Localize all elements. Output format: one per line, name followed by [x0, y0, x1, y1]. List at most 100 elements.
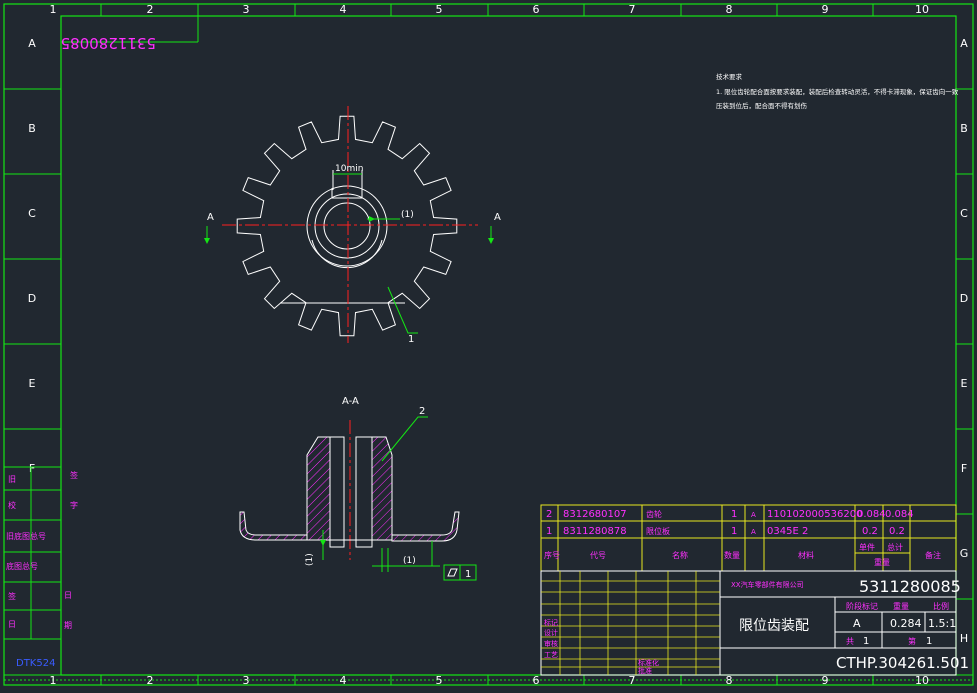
plate-right: [391, 511, 460, 542]
strip-side-mark: 期: [64, 621, 72, 630]
col-label: 5: [436, 674, 443, 687]
drawing-title: 限位齿装配: [739, 618, 809, 634]
part-material: 0345E 2: [767, 526, 808, 537]
col-label: 1: [50, 3, 57, 16]
outer-border: [3, 3, 974, 686]
tech-notes-line: 压装到位后，配合面不得有划伤: [716, 101, 808, 110]
title-block-values: A 0.284 1.5:1 1 1: [853, 617, 956, 647]
side-surface-mark: (1): [305, 553, 315, 566]
header-name: 名称: [672, 550, 688, 560]
column-labels-bottom: 1 2 3 4 5 6 7 8 9 10: [50, 674, 930, 687]
balloon-number: 2: [419, 406, 425, 417]
sheets-label: 共: [846, 637, 854, 646]
hub-lower-arc: [311, 239, 383, 269]
dimension-text: 10min: [335, 164, 363, 174]
header-qty: 数量: [724, 550, 740, 560]
strip-side-mark: 签: [70, 470, 78, 480]
col-label: 3: [243, 3, 250, 16]
part-name: 齿轮: [646, 509, 662, 519]
header-total: 总计: [887, 542, 903, 552]
sheets-value: 1: [863, 636, 869, 647]
header-seq: 序号: [544, 550, 560, 560]
header-weight: 重量: [874, 557, 890, 567]
part-total-weight: 0.084: [885, 509, 914, 520]
part-qty: 1: [731, 509, 737, 520]
stage-value: A: [853, 617, 861, 630]
tech-notes-title: 技术要求: [716, 72, 743, 81]
strip-label: 旧底图总号: [6, 531, 46, 541]
company-name: XX汽车零部件有限公司: [731, 580, 804, 589]
row-label: G: [960, 547, 969, 560]
col-label: 4: [340, 674, 347, 687]
col-label: 10: [915, 674, 929, 687]
header-unit: 单件: [859, 542, 875, 552]
part-qty: 1: [731, 526, 737, 537]
sign-label: 标记: [544, 618, 558, 627]
weight-value: 0.284: [890, 617, 922, 630]
table-row: 1 8311280878 限位板 1 A 0345E 2 0.2 0.2: [546, 526, 905, 537]
left-filing-strip: [3, 466, 62, 640]
row-ruler: [4, 88, 973, 600]
front-view: 10min A A (1) 1: [204, 106, 501, 345]
row-label: E: [961, 377, 968, 390]
flatness-value: 1: [465, 569, 471, 580]
plate-left: [239, 511, 308, 541]
strip-label: 底图总号: [6, 561, 38, 571]
col-label: 2: [147, 3, 154, 16]
col-label: 7: [629, 3, 636, 16]
strip-label: 旧: [8, 475, 16, 484]
part-number: 5311280085: [859, 577, 961, 596]
row-label: E: [29, 377, 36, 390]
sign-label: 工艺: [544, 651, 558, 659]
parts-header: 序号 代号 名称 数量 材料 单件 总计 重量 备注: [544, 542, 941, 567]
strip-side-mark: 字: [70, 500, 78, 510]
scale-label: 比例: [933, 601, 949, 611]
col-label: 3: [243, 674, 250, 687]
col-label: 4: [340, 3, 347, 16]
col-label: 7: [629, 674, 636, 687]
surface-mark: (1): [401, 210, 414, 220]
section-view: A-A 2 (1) (1) 1: [239, 396, 477, 581]
sign-label: 批准: [638, 666, 652, 675]
row-label: D: [28, 292, 36, 305]
sign-label: 设计: [544, 628, 558, 637]
hub-section-left: [306, 436, 331, 541]
section-title: A-A: [342, 396, 359, 407]
row-label: B: [960, 122, 968, 135]
balloon-leader: [387, 286, 418, 334]
sign-labels: 标记 设计 审核 工艺 标准化 批准: [544, 618, 659, 675]
col-label: 9: [822, 3, 829, 16]
bottom-surface-mark: (1): [403, 556, 416, 566]
part-no: 1: [546, 526, 552, 537]
row-label: A: [960, 37, 968, 50]
sheet-value: 1: [926, 636, 932, 647]
col-label: 9: [822, 674, 829, 687]
row-label: F: [29, 462, 35, 475]
col-label: 6: [533, 3, 540, 16]
weight-label: 重量: [893, 601, 909, 611]
strip-label: 日: [8, 620, 16, 629]
column-ruler: [100, 4, 874, 685]
gear-outline: [236, 115, 458, 337]
col-label: 6: [533, 674, 540, 687]
inner-border: [60, 15, 957, 676]
mirrored-drawing-number: 5311280085: [61, 34, 156, 52]
flatness-symbol-icon: [447, 568, 458, 577]
row-labels-right: A B C D E F G H: [960, 37, 969, 645]
strip-label: 校: [8, 500, 16, 510]
hub-inner-circle: [314, 193, 380, 259]
bore-left: [329, 436, 345, 548]
drawing-code: CTHP.304261.501: [836, 654, 969, 672]
col-label: 2: [147, 674, 154, 687]
row-labels-left: A B C D E F: [28, 37, 36, 475]
section-mark-left: A: [207, 212, 214, 223]
part-code: 8311280878: [563, 526, 627, 537]
hub-outer-circle: [306, 185, 388, 267]
row-label: F: [961, 462, 967, 475]
col-label: 10: [915, 3, 929, 16]
balloon-number: 1: [408, 334, 414, 345]
part-code: 8312680107: [563, 509, 627, 520]
col-label: 8: [726, 3, 733, 16]
